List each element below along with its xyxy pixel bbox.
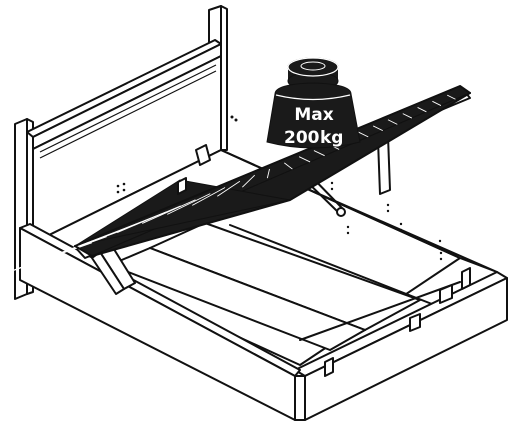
slatted-frame [73,85,472,259]
weight-icon: Max 200 kg [266,57,361,149]
weight-number: 200 [284,128,320,148]
slat-gap [372,125,383,132]
weight-max-label: Max [294,105,333,125]
slat-gap [432,100,442,106]
slat-gap [387,119,398,125]
slat-gap [217,180,241,197]
slat-gap [192,187,226,206]
slat-gap [313,150,325,157]
slat-gap [402,113,413,119]
slat-gap [446,94,456,100]
slat-gap [117,205,181,233]
slat-gap [417,107,427,113]
storage-base [19,115,508,421]
slat-gap [284,162,293,170]
weight-unit: kg [320,128,343,148]
slat-gap [242,174,256,188]
slat-gap [358,131,369,138]
slat-gap [167,193,211,215]
slat-gap [266,168,270,179]
slat-gap [298,156,311,163]
slat-gap [142,199,196,224]
slatted-frame-edges [74,85,471,257]
